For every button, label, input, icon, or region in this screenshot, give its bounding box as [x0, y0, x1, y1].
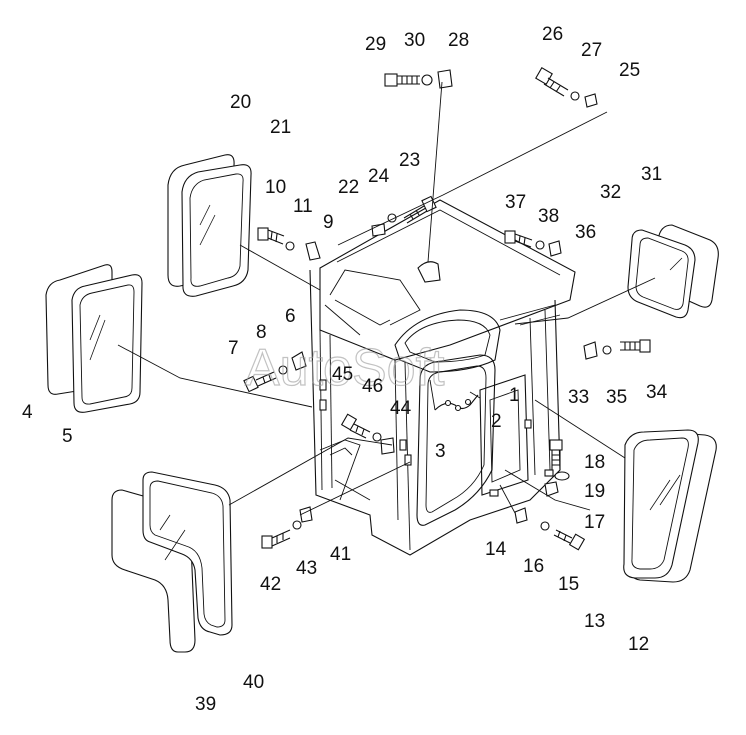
callout-35: 35 [606, 387, 627, 408]
callout-42: 42 [260, 574, 281, 595]
clip-28 [437, 69, 453, 89]
callout-44: 44 [390, 398, 412, 419]
callout-12: 12 [628, 634, 649, 655]
callout-45: 45 [332, 364, 353, 385]
cab-body [309, 199, 576, 556]
callout-3: 3 [435, 441, 446, 462]
callout-labels: 1 2 3 4 5 6 7 8 9 10 11 12 13 14 15 16 1… [22, 24, 668, 715]
clip-33 [583, 341, 598, 360]
callout-17: 17 [584, 512, 605, 533]
callout-30: 30 [404, 30, 425, 51]
nut-36 [548, 240, 562, 257]
window-12-13 [623, 429, 717, 583]
callout-19: 19 [584, 481, 605, 502]
bolt-42 [261, 529, 291, 549]
callout-32: 32 [600, 182, 621, 203]
callout-24: 24 [368, 166, 390, 187]
callout-7: 7 [228, 338, 239, 359]
callout-31: 31 [641, 164, 662, 185]
clip-9 [305, 241, 321, 261]
bolt-45 [340, 413, 371, 439]
bolt-18 [549, 439, 563, 470]
callout-41: 41 [330, 544, 351, 565]
window-20-21 [167, 154, 252, 297]
washer-35 [602, 345, 612, 355]
washer-11 [285, 241, 295, 251]
watermark: AutoSoft [245, 339, 445, 397]
callout-36: 36 [575, 222, 596, 243]
bolt-26 [535, 67, 569, 97]
callout-9: 9 [323, 212, 334, 233]
callout-46: 46 [362, 376, 383, 397]
nut-25 [584, 93, 598, 108]
washer-43 [292, 520, 302, 530]
washer-46 [372, 432, 382, 442]
callout-33: 33 [568, 387, 589, 408]
washer-16 [540, 521, 550, 531]
callout-10: 10 [265, 177, 286, 198]
callout-34: 34 [646, 382, 668, 403]
callout-29: 29 [365, 34, 386, 55]
bolt-34 [620, 339, 651, 353]
callout-23: 23 [399, 150, 420, 171]
callout-21: 21 [270, 117, 291, 138]
bolt-29 [384, 73, 420, 87]
washer-19 [554, 471, 570, 481]
callout-14: 14 [485, 539, 507, 560]
leader-lines [117, 81, 656, 516]
callout-43: 43 [296, 558, 317, 579]
window-4-5 [45, 264, 143, 413]
callout-15: 15 [558, 574, 579, 595]
clip-14 [514, 507, 528, 524]
washer-8 [278, 365, 288, 375]
clip-6 [291, 351, 307, 371]
callout-16: 16 [523, 556, 544, 577]
bolt-15 [553, 529, 586, 551]
callout-2: 2 [491, 411, 502, 432]
callout-8: 8 [256, 322, 267, 343]
clip-44 [380, 437, 395, 455]
callout-37: 37 [505, 192, 526, 213]
callout-22: 22 [338, 177, 359, 198]
callout-13: 13 [584, 611, 605, 632]
callout-28: 28 [448, 30, 469, 51]
callout-20: 20 [230, 92, 251, 113]
window-39-40 [111, 471, 233, 653]
clip-17 [544, 481, 559, 497]
callout-11: 11 [293, 196, 313, 217]
callout-38: 38 [538, 206, 559, 227]
callout-27: 27 [581, 40, 602, 61]
washer-27 [570, 91, 580, 101]
callout-18: 18 [584, 452, 605, 473]
washer-38 [535, 240, 545, 250]
callout-40: 40 [243, 672, 264, 693]
callout-25: 25 [619, 60, 640, 81]
window-31-32 [627, 224, 719, 319]
callout-26: 26 [542, 24, 563, 45]
callout-1: 1 [509, 385, 520, 406]
bolt-7 [243, 371, 277, 393]
washer-30 [421, 74, 433, 86]
callout-39: 39 [195, 694, 216, 715]
callout-6: 6 [285, 306, 296, 327]
bolt-10 [257, 227, 285, 245]
callout-4: 4 [22, 402, 33, 423]
callout-5: 5 [62, 426, 73, 447]
bolt-37 [504, 230, 533, 248]
